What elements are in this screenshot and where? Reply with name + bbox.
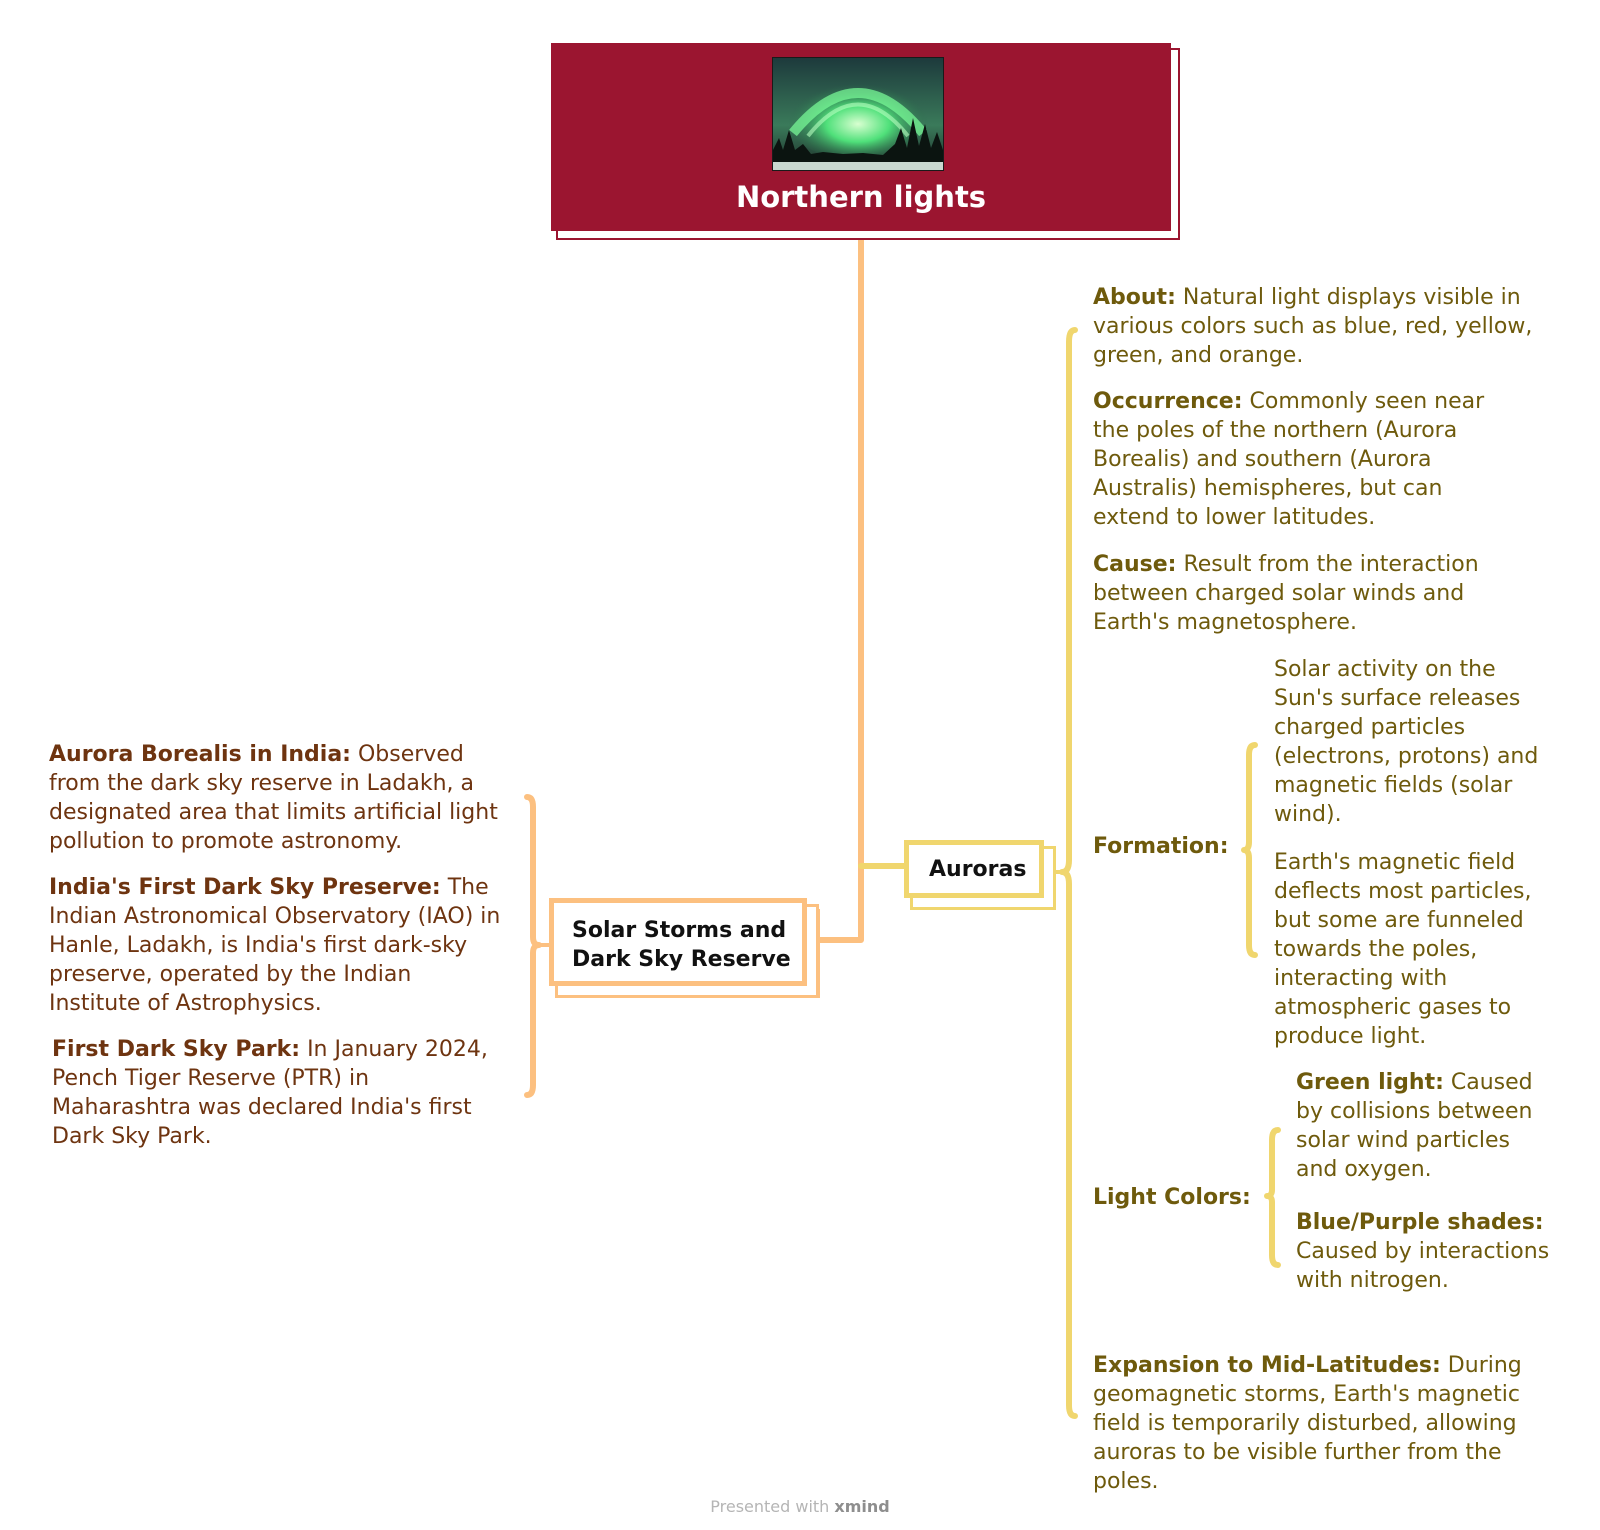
expansion-item[interactable]: Expansion to Mid-Latitudes: During geoma…	[1093, 1351, 1563, 1496]
auroras-node-label: Auroras	[929, 857, 1026, 882]
solar-bracket	[527, 797, 539, 1095]
solar-storms-node[interactable]: Solar Storms and Dark Sky Reserve	[549, 898, 807, 986]
green-light-item[interactable]: Green light: Caused by collisions betwee…	[1296, 1068, 1556, 1184]
first-park-label: First Dark Sky Park:	[52, 1037, 300, 1062]
blue-purple-text: Caused by interactions with nitrogen.	[1296, 1239, 1549, 1293]
first-preserve-item[interactable]: India's First Dark Sky Preserve: The Ind…	[49, 873, 509, 1018]
occurrence-label: Occurrence:	[1093, 389, 1243, 414]
expansion-label: Expansion to Mid-Latitudes:	[1093, 1353, 1441, 1378]
formation-item-1[interactable]: Solar activity on the Sun's surface rele…	[1274, 655, 1554, 829]
formation-bracket	[1244, 745, 1255, 955]
footer-prefix: Presented with	[710, 1497, 834, 1516]
green-light-label: Green light:	[1296, 1070, 1444, 1095]
formation-item-2[interactable]: Earth's magnetic field deflects most par…	[1274, 848, 1554, 1051]
about-label: About:	[1093, 285, 1176, 310]
cause-label: Cause:	[1093, 552, 1176, 577]
cause-item[interactable]: Cause: Result from the interaction betwe…	[1093, 550, 1523, 637]
aurora-india-item[interactable]: Aurora Borealis in India: Observed from …	[49, 740, 509, 856]
formation-label[interactable]: Formation:	[1093, 834, 1229, 859]
root-title: Northern lights	[551, 180, 1171, 214]
root-to-solar-connector	[817, 238, 861, 940]
aurora-india-label: Aurora Borealis in India:	[49, 742, 351, 767]
occurrence-item[interactable]: Occurrence: Commonly seen near the poles…	[1093, 387, 1513, 532]
blue-purple-item[interactable]: Blue/Purple shades: Caused by interactio…	[1296, 1208, 1556, 1295]
blue-purple-label: Blue/Purple shades:	[1296, 1210, 1544, 1235]
solar-node-label-line2: Dark Sky Reserve	[572, 945, 802, 974]
auroras-node[interactable]: Auroras	[904, 840, 1044, 898]
xmind-logo: xmind	[834, 1497, 889, 1516]
first-park-item[interactable]: First Dark Sky Park: In January 2024, Pe…	[52, 1035, 512, 1151]
light-colors-label[interactable]: Light Colors:	[1093, 1185, 1251, 1210]
first-preserve-label: India's First Dark Sky Preserve:	[49, 875, 441, 900]
aurora-photo	[772, 57, 944, 171]
about-item[interactable]: About: Natural light displays visible in…	[1093, 283, 1553, 370]
auroras-bracket	[1062, 330, 1075, 1416]
light-colors-bracket	[1267, 1130, 1278, 1265]
solar-node-label-line1: Solar Storms and	[572, 916, 802, 945]
footer-credit: Presented with xmind	[0, 1497, 1600, 1516]
